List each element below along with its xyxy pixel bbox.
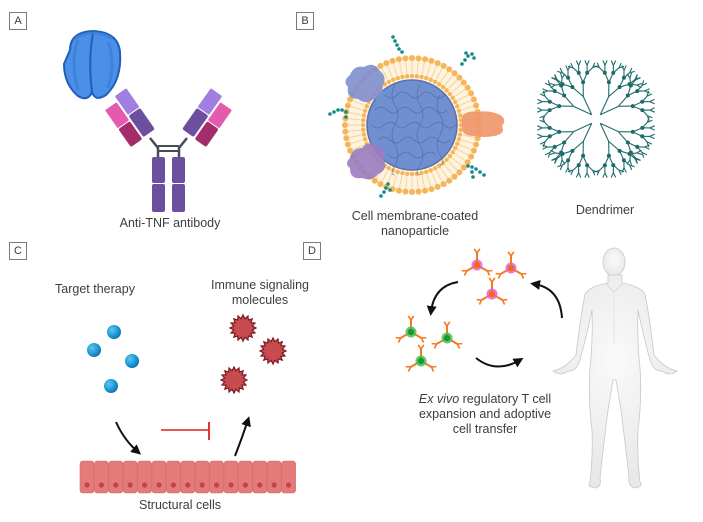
cytokine	[219, 365, 249, 395]
cytokine	[258, 336, 288, 366]
structural-cell	[194, 460, 210, 494]
arrow-isolation-to-expansion	[426, 281, 459, 316]
treg-cells	[395, 248, 527, 372]
caption-nanoparticle-line1: Cell membrane-coated	[351, 209, 479, 223]
inhibition-symbol	[161, 422, 210, 440]
structural-cell	[151, 460, 167, 494]
panel-label-c: C	[9, 242, 27, 260]
caption-immune-line2: molecules	[231, 293, 289, 307]
panel-label-a: A	[9, 12, 27, 30]
structural-cell	[94, 460, 109, 494]
structural-cell	[266, 460, 282, 494]
structural-cell	[108, 460, 124, 494]
structural-cell	[209, 460, 224, 494]
caption-nanoparticle: Cell membrane-coated nanoparticle	[340, 209, 490, 239]
human-body	[552, 247, 678, 489]
arrow-body-to-isolation	[530, 279, 563, 319]
arrow-expansion-to-transfer	[475, 357, 524, 368]
treg-cell	[431, 321, 463, 349]
caption-immune-line1: Immune signaling	[211, 278, 309, 292]
caption-nanoparticle-line2: nanoparticle	[380, 224, 450, 238]
structural-cell	[79, 460, 95, 494]
caption-target-therapy: Target therapy	[55, 282, 135, 296]
antibody-illustration	[62, 29, 232, 212]
structural-cell	[137, 460, 152, 494]
treg-cell	[495, 251, 527, 279]
treg-cell	[461, 248, 493, 276]
cytokine	[228, 313, 258, 343]
treg-cell	[405, 344, 437, 372]
panel-label-d: D	[303, 242, 321, 260]
caption-structural-cells: Structural cells	[139, 498, 221, 512]
caption-immune-signaling: Immune signaling molecules	[195, 278, 325, 308]
dendrimer-illustration	[537, 60, 655, 178]
structural-cell	[180, 460, 196, 494]
structural-cell	[122, 460, 138, 494]
caption-treg-transfer: Ex vivo regulatory T cell expansion and …	[410, 392, 560, 437]
structural-cell	[281, 460, 296, 494]
caption-treg-line1-rest: regulatory T cell	[459, 392, 552, 406]
immune-signaling-molecules	[219, 313, 288, 395]
treg-cell	[476, 277, 508, 305]
caption-ex-vivo: Ex vivo	[418, 392, 460, 406]
structural-cells-layer	[79, 460, 296, 494]
target-therapy-molecules	[87, 325, 139, 393]
structural-cell	[223, 460, 239, 494]
caption-treg-line3: cell transfer	[452, 422, 518, 436]
arrow-therapy-to-cells	[115, 421, 142, 455]
tnf-molecule	[62, 29, 122, 100]
caption-treg-line2: expansion and adoptive	[418, 407, 552, 421]
caption-dendrimer: Dendrimer	[575, 203, 635, 217]
arrow-cells-to-cytokines	[234, 416, 251, 457]
panel-label-b: B	[296, 12, 314, 30]
cell-membrane-nanoparticle	[328, 35, 505, 198]
treg-cell	[395, 315, 427, 343]
structural-cell	[238, 460, 253, 494]
caption-treg-line1: Ex vivo regulatory T cell	[410, 392, 560, 407]
structural-cell	[166, 460, 181, 494]
caption-anti-tnf-antibody: Anti-TNF antibody	[119, 216, 221, 230]
structural-cell	[252, 460, 268, 494]
